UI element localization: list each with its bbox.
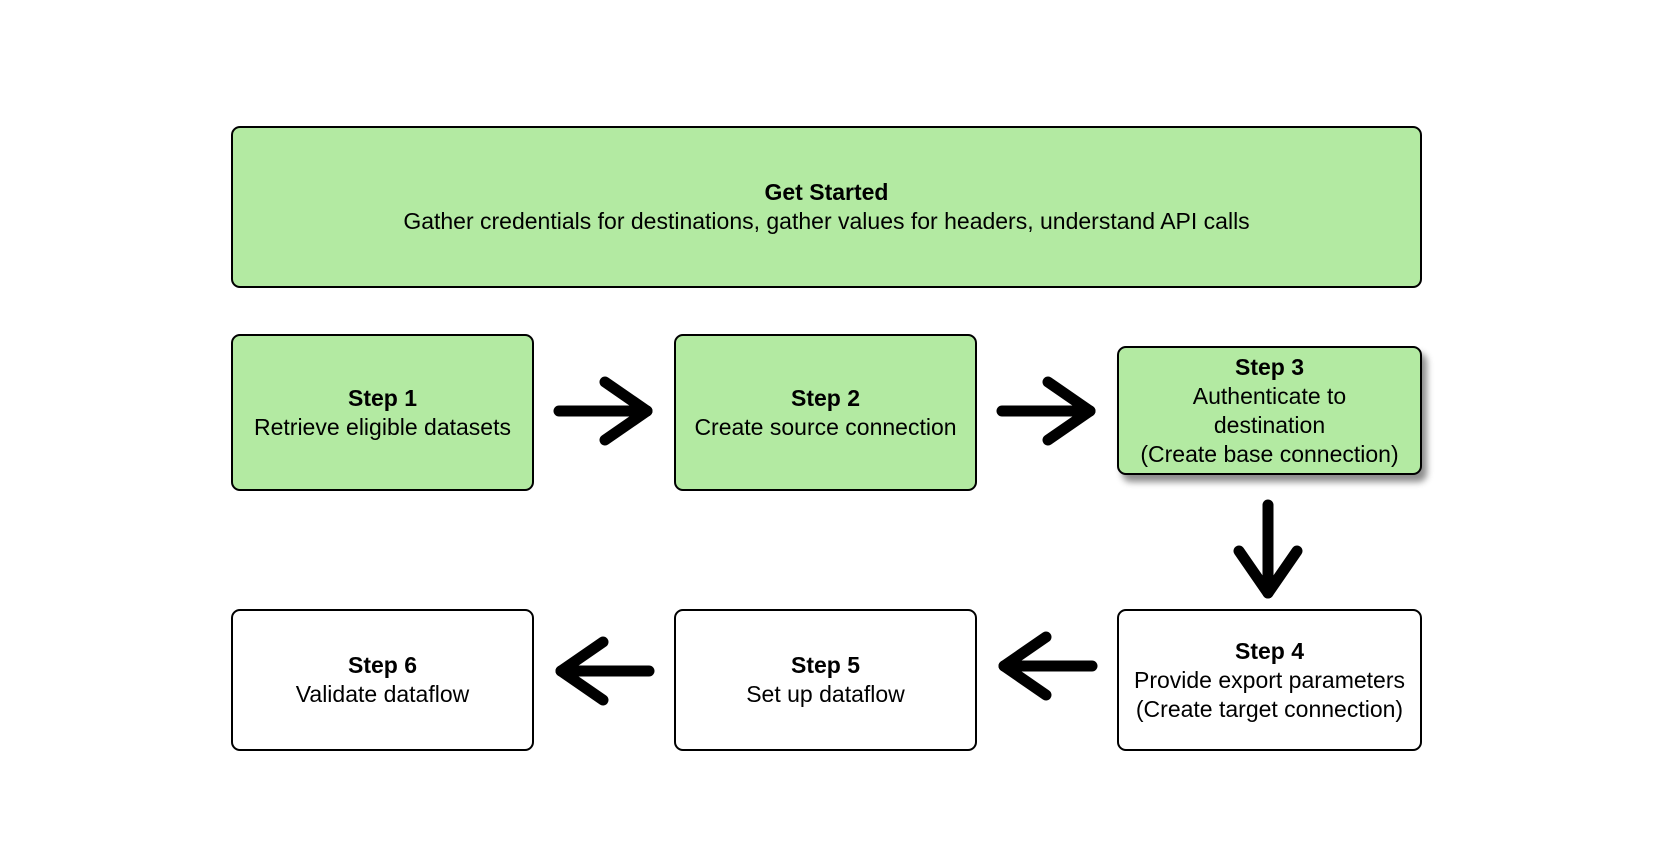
step-2-title: Step 2 — [790, 384, 861, 411]
step-3-title: Step 3 — [1234, 353, 1305, 380]
step-5-description: Set up dataflow — [746, 681, 905, 707]
step-3-description: Authenticate to destination (Create base… — [1140, 382, 1399, 467]
arrow-down-icon — [1233, 499, 1303, 599]
get-started-description: Gather credentials for destinations, gat… — [403, 208, 1250, 234]
arrow-right-icon — [996, 376, 1096, 446]
step-3-box: Step 3 Authenticate to destination (Crea… — [1117, 346, 1422, 475]
arrow-left-icon — [998, 631, 1098, 701]
step-2-box: Step 2 Create source connection — [674, 334, 977, 491]
step-6-description: Validate dataflow — [295, 681, 470, 707]
get-started-title: Get Started — [764, 179, 889, 205]
step-1-title: Step 1 — [347, 384, 418, 411]
step-1-description: Retrieve eligible datasets — [254, 413, 511, 440]
arrow-right-icon — [553, 376, 653, 446]
step-6-title: Step 6 — [347, 652, 418, 678]
step-1-box: Step 1 Retrieve eligible datasets — [231, 334, 534, 491]
step-5-title: Step 5 — [790, 652, 861, 678]
arrow-left-icon — [555, 636, 655, 706]
step-6-box: Step 6 Validate dataflow — [231, 609, 534, 751]
step-5-box: Step 5 Set up dataflow — [674, 609, 977, 751]
step-4-title: Step 4 — [1234, 637, 1305, 664]
get-started-box: Get Started Gather credentials for desti… — [231, 126, 1422, 288]
step-4-description: Provide export parameters (Create target… — [1133, 666, 1405, 722]
step-4-box: Step 4 Provide export parameters (Create… — [1117, 609, 1422, 751]
step-2-description: Create source connection — [694, 413, 957, 440]
